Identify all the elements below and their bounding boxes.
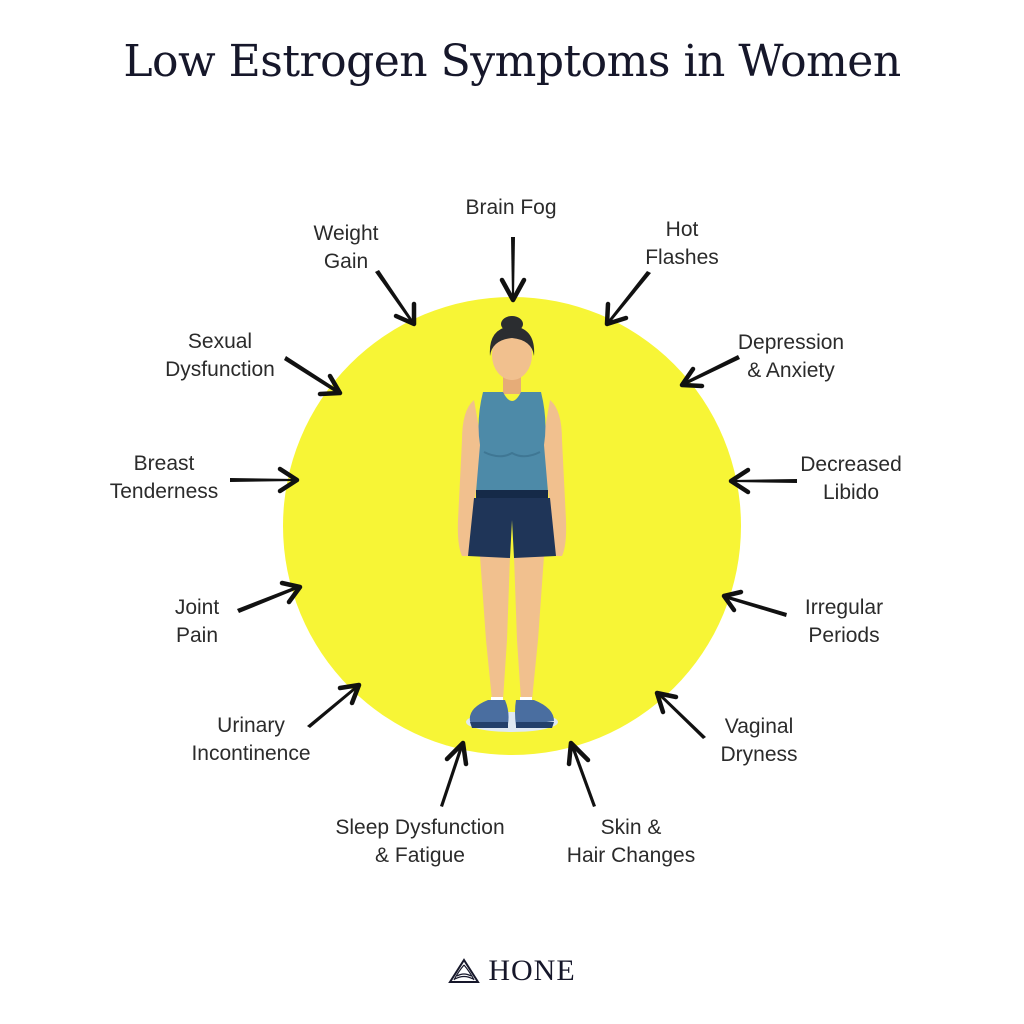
layered-triangle-icon: [448, 958, 481, 983]
symptom-label-weight-gain: Weight Gain: [313, 222, 379, 273]
symptom-label-urinary-incontinence: Urinary Incontinence: [191, 714, 311, 765]
arrow-icon-skin-hair: [566, 740, 596, 807]
brand-logo: HONE: [0, 954, 1024, 988]
arrow-icon-sexual-dysfunction: [284, 356, 343, 397]
arrow-icon-depression-anxiety: [679, 355, 740, 389]
symptom-label-brain-fog: Brain Fog: [465, 196, 557, 219]
arrow-icon-sleep-dysfunction: [440, 740, 469, 807]
brand-name: HONE: [488, 954, 576, 987]
symptom-label-sleep-dysfunction-fatigue: Sleep Dysfunction & Fatigue: [335, 816, 505, 867]
arrow-icon-hot-flashes: [604, 271, 651, 327]
symptom-label-sexual-dysfunction: Sexual Dysfunction: [165, 330, 275, 381]
symptom-label-hot-flashes: Hot Flashes: [645, 218, 719, 269]
arrow-icon-breast-tenderness: [230, 466, 300, 494]
symptom-label-irregular-periods: Irregular Periods: [804, 596, 884, 647]
symptom-label-joint-pain: Joint Pain: [174, 596, 220, 647]
arrow-icon-decreased-libido: [728, 467, 797, 495]
symptom-label-depression-anxiety: Depression & Anxiety: [737, 331, 845, 382]
woman-figure-illustration: [457, 316, 567, 732]
yellow-circle-background: [283, 297, 741, 755]
arrow-icon-weight-gain: [375, 270, 417, 327]
symptom-label-vaginal-dryness: Vaginal Dryness: [720, 715, 798, 766]
arrow-icon-joint-pain: [237, 580, 303, 613]
page-title: Low Estrogen Symptoms in Women: [123, 36, 901, 87]
arrow-icon-urinary-incontinence: [307, 682, 362, 728]
arrow-icon-irregular-periods: [721, 589, 787, 617]
arrow-icon-brain-fog: [499, 237, 527, 303]
symptom-label-breast-tenderness: Breast Tenderness: [109, 452, 219, 503]
symptom-label-skin-hair-changes: Skin & Hair Changes: [566, 816, 696, 867]
symptom-label-decreased-libido: Decreased Libido: [800, 453, 902, 504]
arrow-icon-vaginal-dryness: [654, 690, 706, 739]
